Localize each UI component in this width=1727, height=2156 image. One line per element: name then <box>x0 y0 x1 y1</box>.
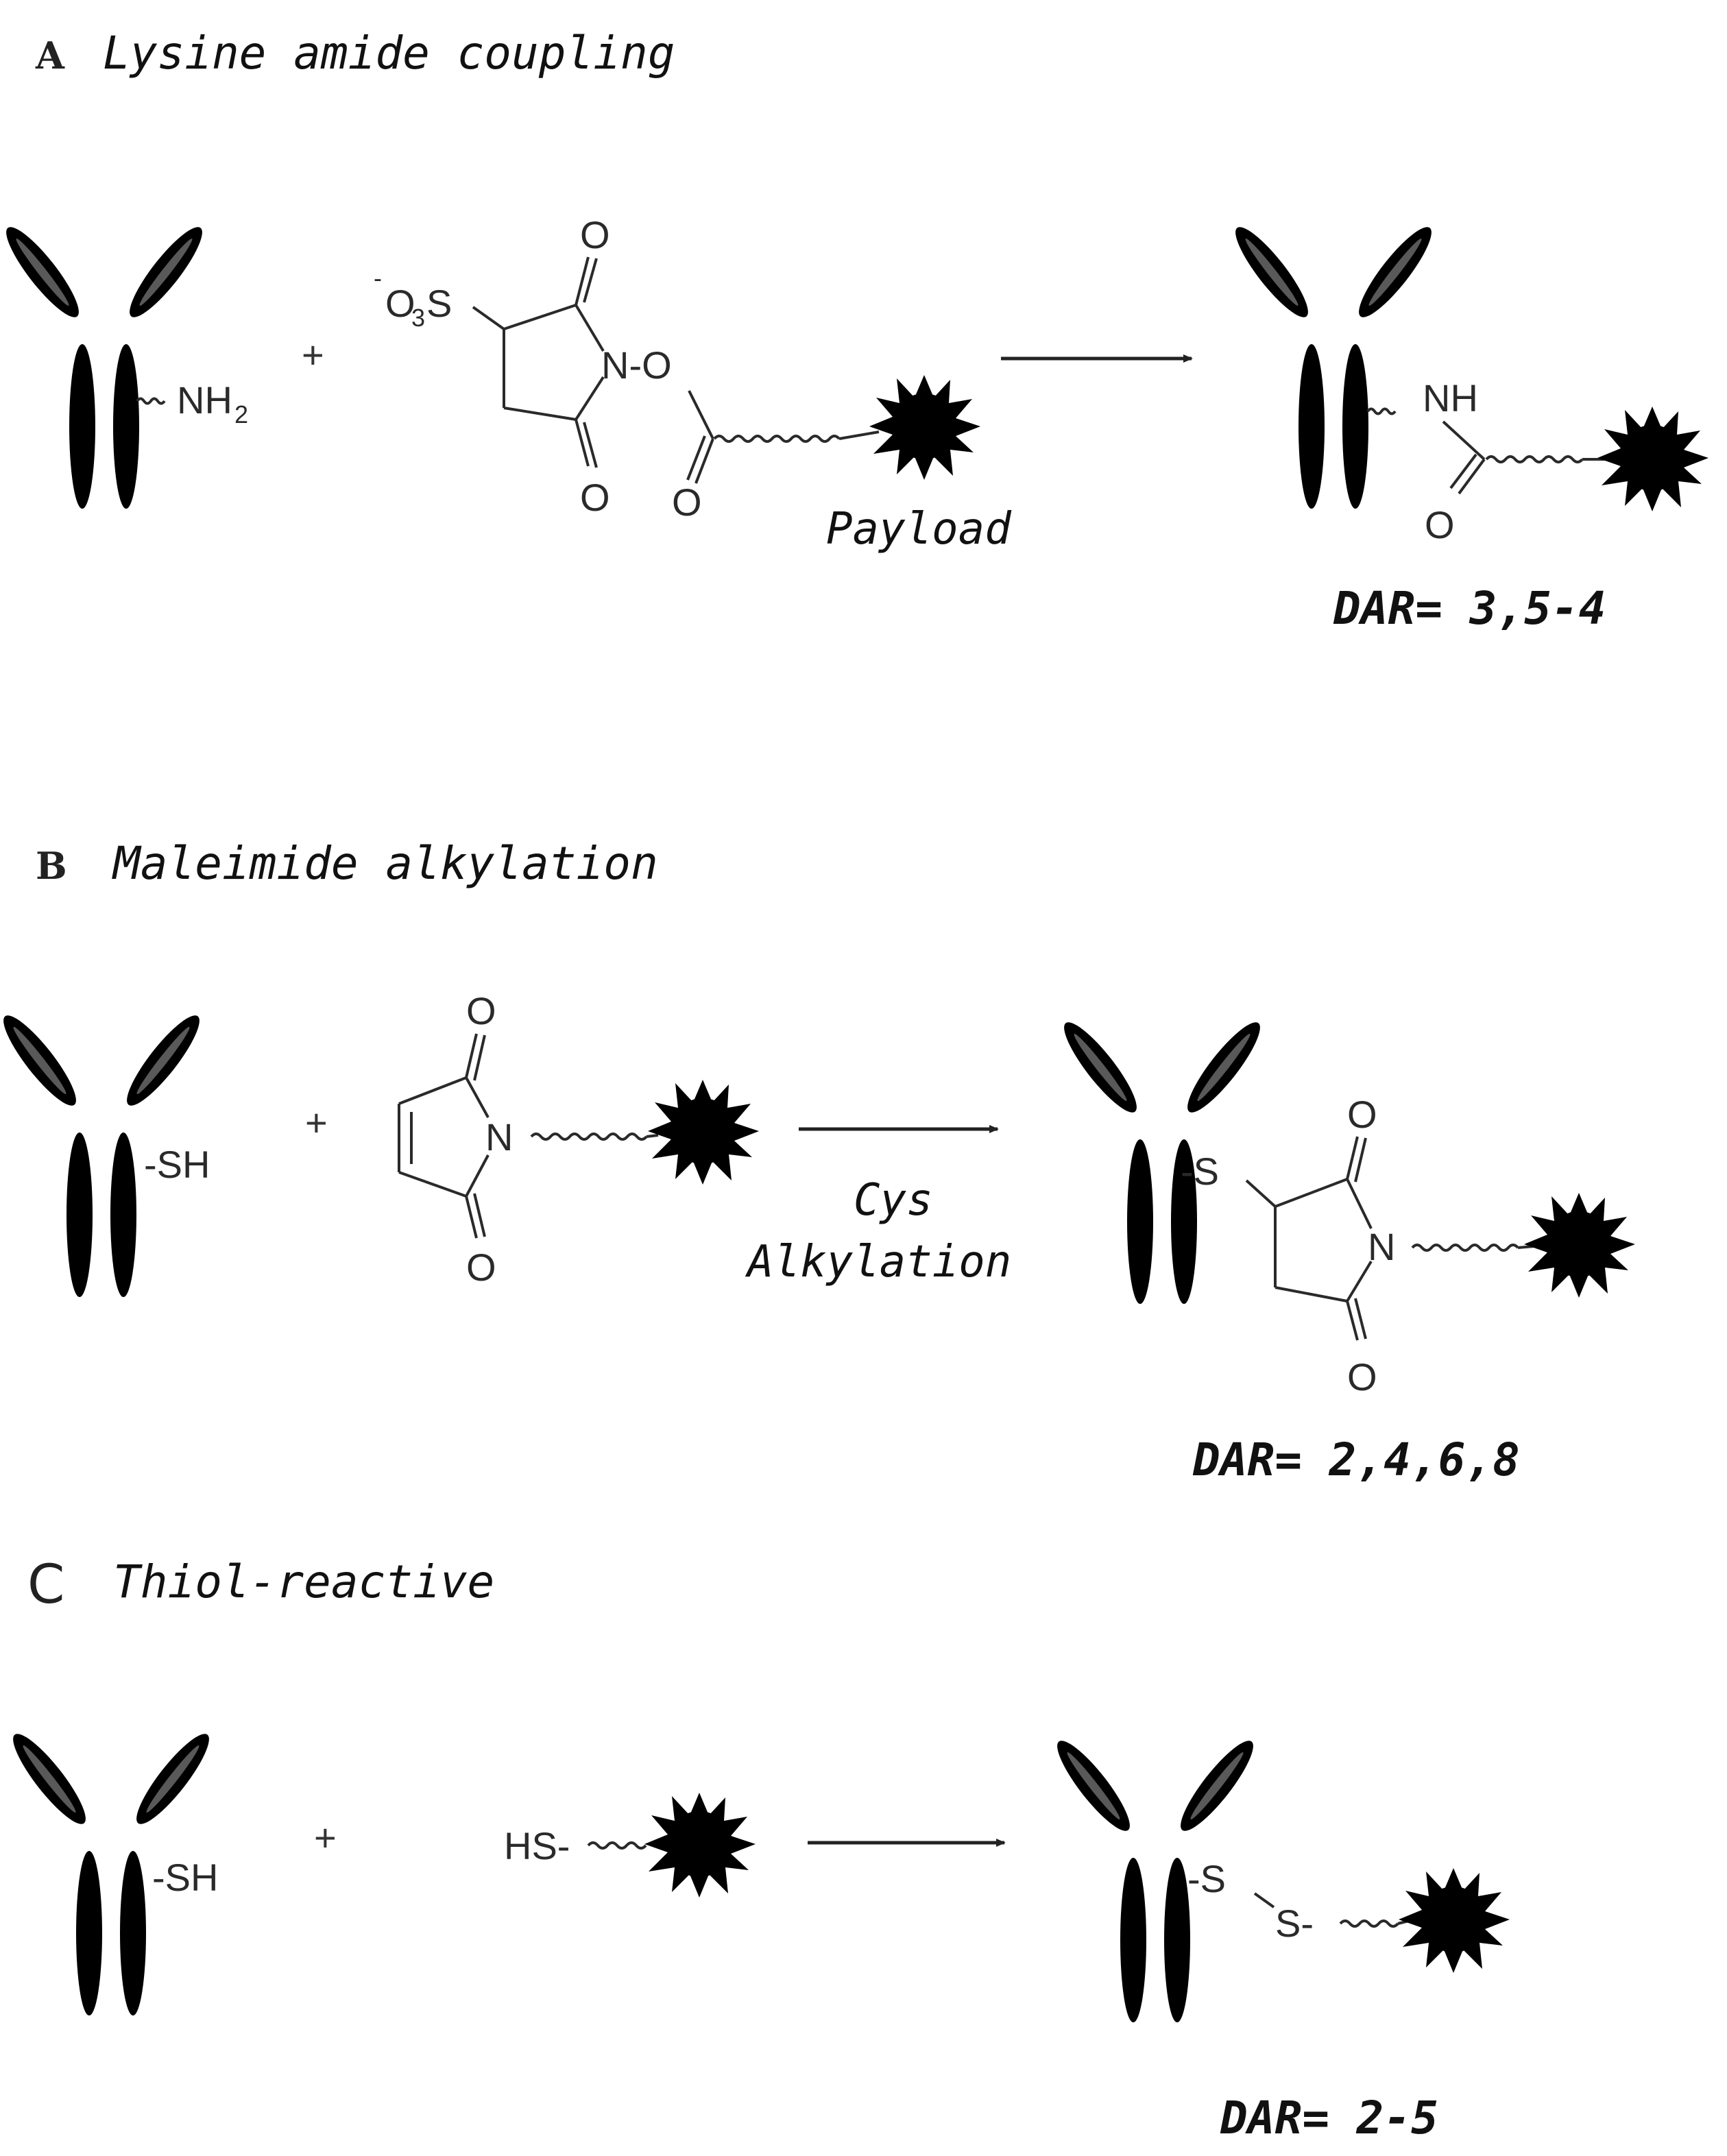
product-n: N <box>1368 1225 1395 1268</box>
reactant-group-sub: 2 <box>234 400 248 428</box>
ester-o: O <box>672 481 702 524</box>
reactant-group: NH <box>177 378 232 422</box>
maleimide-o-top: O <box>466 989 496 1032</box>
product-o: O <box>1425 503 1455 546</box>
section-c-letter: C <box>27 1554 64 1616</box>
sulfo-nhs-reagent: - O 3 S O O N-O O <box>374 213 980 524</box>
section-a: A Lysine amide coupling NH 2 + - O 3 S O… <box>0 27 1708 635</box>
section-a-dar: DAR= 3,5-4 <box>1333 582 1606 635</box>
antibody-icon <box>1054 1015 1270 1304</box>
section-c-dar: DAR= 2-5 <box>1220 2092 1438 2144</box>
payload-icon <box>1524 1193 1635 1298</box>
sulfonate-s: S <box>426 282 452 325</box>
plus-sign: + <box>314 1816 337 1859</box>
sulfonate-sub: 3 <box>411 304 425 332</box>
section-b-title: Maleimide alkylation <box>112 837 658 890</box>
section-a-letter: A <box>35 34 65 77</box>
arrow-label-alkylation: Alkylation <box>745 1237 1011 1287</box>
section-c: C Thiol-reactive -SH + HS- -S S- DAR= 2-… <box>3 1554 1510 2144</box>
payload-label: Payload <box>826 504 1012 555</box>
plus-sign: + <box>302 333 324 376</box>
payload-icon <box>644 1793 756 1898</box>
section-b: B Maleimide alkylation -SH + O O N Cys A… <box>0 837 1635 1486</box>
antibody-icon <box>0 219 212 509</box>
section-b-letter: B <box>36 844 67 888</box>
antibody-icon <box>1226 219 1441 509</box>
section-a-title: Lysine amide coupling <box>103 27 675 80</box>
reagent-hs: HS- <box>504 1824 570 1867</box>
maleimide-n: N <box>485 1115 513 1159</box>
product-nh: NH <box>1423 376 1478 420</box>
plus-sign: + <box>305 1101 328 1144</box>
product-o-top: O <box>1347 1093 1377 1136</box>
product-s: -S <box>1181 1150 1219 1193</box>
product-o-bottom: O <box>1347 1355 1377 1398</box>
payload-icon <box>648 1080 759 1185</box>
payload-icon <box>1597 407 1708 511</box>
arrow-label-cys: Cys <box>854 1175 933 1226</box>
reactant-sh: -SH <box>152 1856 218 1899</box>
ring-o-bottom: O <box>580 476 610 519</box>
payload-icon <box>1399 1868 1510 1973</box>
section-c-title: Thiol-reactive <box>113 1555 494 1608</box>
product-s1: -S <box>1187 1857 1226 1900</box>
product-s2: S- <box>1275 1902 1314 1945</box>
ring-o-top: O <box>580 213 610 256</box>
maleimide-reagent: O O N <box>398 989 759 1289</box>
reactant-sh: -SH <box>144 1143 210 1186</box>
linker-wavy <box>136 397 166 405</box>
antibody-icon <box>1048 1733 1263 2022</box>
sulfonate-charge: - <box>374 264 382 292</box>
n-o-group: N-O <box>601 343 672 387</box>
section-b-dar: DAR= 2,4,6,8 <box>1192 1433 1520 1486</box>
sulfonate-o: O <box>385 282 415 325</box>
maleimide-o-bottom: O <box>466 1246 496 1289</box>
payload-icon <box>869 375 980 480</box>
